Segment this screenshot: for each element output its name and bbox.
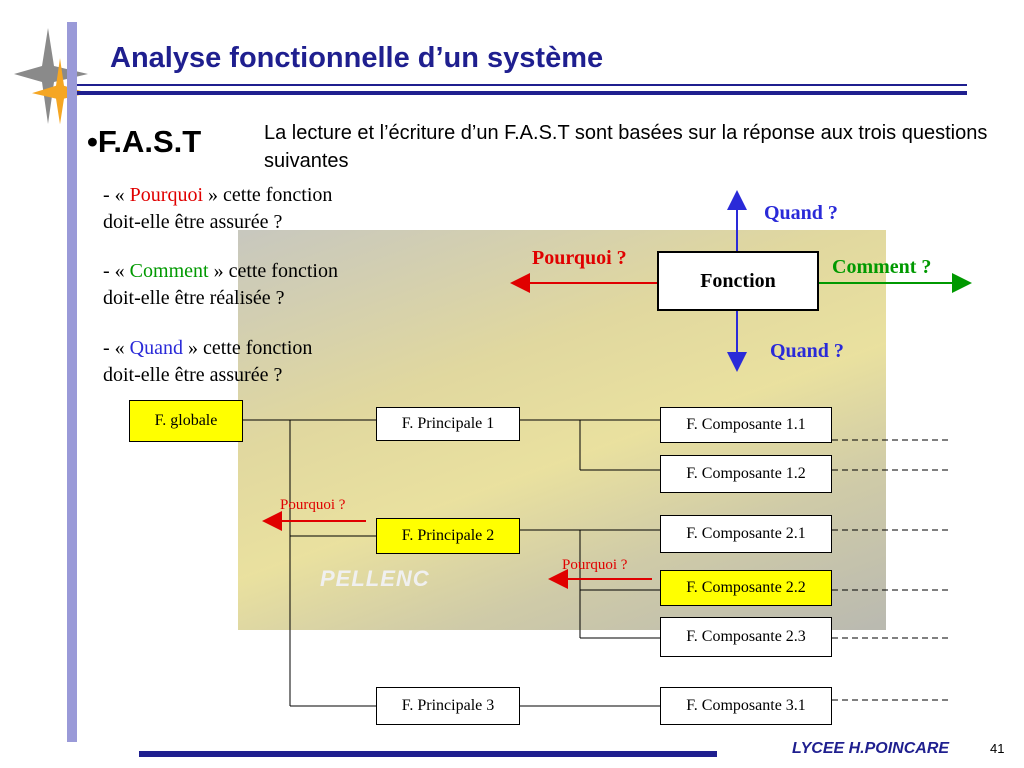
fast-principale-1: F. Principale 1 [376, 407, 520, 441]
question-prefix: - « [103, 337, 130, 359]
page-title: Analyse fonctionnelle d’un système [110, 42, 604, 74]
keyword-comment: Comment [129, 260, 209, 282]
question-quand: - « Quand » cette fonction doit-elle êtr… [103, 335, 423, 389]
fast-composante-2-1: F. Composante 2.1 [660, 515, 832, 553]
question-pourquoi: - « Pourquoi » cette fonction doit-elle … [103, 182, 423, 236]
quand-label-top: Quand ? [764, 202, 838, 224]
comment-label: Comment ? [832, 256, 932, 278]
left-accent-bar [67, 22, 77, 742]
keyword-quand: Quand [129, 337, 183, 359]
question-line2: doit-elle être assurée ? [103, 364, 283, 386]
question-suffix: » cette fonction [208, 260, 338, 282]
title-rule-thick [77, 91, 967, 95]
keyword-pourquoi: Pourquoi [129, 184, 204, 206]
photo-brand-logo: PELLENC [320, 566, 430, 591]
tree-pourquoi-label-1: Pourquoi ? [280, 497, 346, 513]
footer-school: LYCEE H.POINCARE [792, 740, 950, 757]
quand-label-bottom: Quand ? [770, 340, 844, 362]
fast-principale-2: F. Principale 2 [376, 518, 520, 554]
fast-composante-1-2: F. Composante 1.2 [660, 455, 832, 493]
question-comment: - « Comment » cette fonction doit-elle ê… [103, 258, 423, 312]
tree-pourquoi-label-2: Pourquoi ? [562, 557, 628, 573]
bullet-fast: •F.A.S.T [87, 124, 202, 159]
fast-composante-2-2: F. Composante 2.2 [660, 570, 832, 606]
question-suffix: » cette fonction [183, 337, 313, 359]
title-rule-thin [77, 84, 967, 86]
intro-text: La lecture et l’écriture d’un F.A.S.T so… [264, 122, 988, 172]
page-number: 41 [990, 741, 1005, 756]
fast-globale-box: F. globale [129, 400, 243, 442]
question-prefix: - « [103, 184, 130, 206]
question-line2: doit-elle être assurée ? [103, 211, 283, 233]
fast-principale-3: F. Principale 3 [376, 687, 520, 725]
question-prefix: - « [103, 260, 130, 282]
footer-rule [139, 751, 717, 757]
fast-composante-3-1: F. Composante 3.1 [660, 687, 832, 725]
question-suffix: » cette fonction [203, 184, 333, 206]
star-logo-icon [14, 28, 88, 125]
fonction-box: Fonction [657, 251, 819, 311]
fast-composante-1-1: F. Composante 1.1 [660, 407, 832, 443]
question-line2: doit-elle être réalisée ? [103, 287, 285, 309]
pourquoi-label: Pourquoi ? [532, 247, 627, 269]
fast-composante-2-3: F. Composante 2.3 [660, 617, 832, 657]
